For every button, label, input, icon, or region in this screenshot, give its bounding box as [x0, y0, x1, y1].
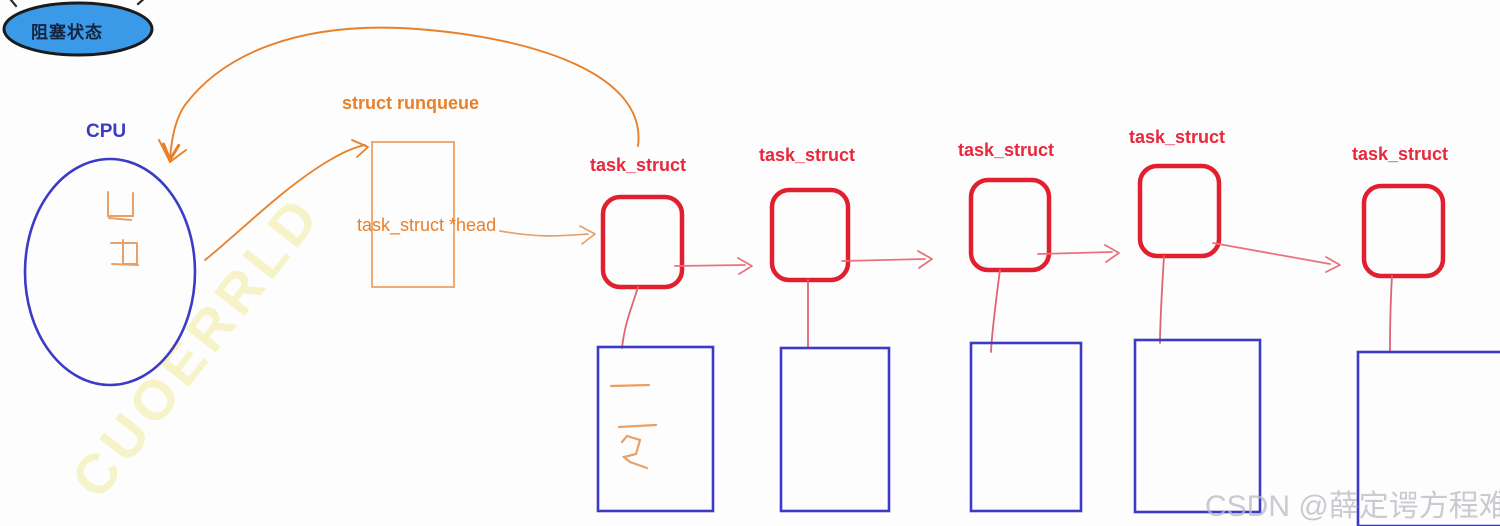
runqueue-title: struct runqueue: [342, 93, 480, 113]
drop-line-1: [621, 286, 639, 349]
blocked-state-connector-stubs: [9, 0, 145, 8]
memory-block-1-scribbles: [609, 383, 658, 470]
cpu-label: CPU: [86, 121, 127, 142]
memory-block-4: [1133, 338, 1262, 514]
memory-block-3: [969, 341, 1083, 513]
task-struct-label-1: task_struct: [590, 155, 687, 175]
task-to-memory-lines: [621, 255, 1393, 353]
runqueue-head-field: task_struct *head: [357, 215, 497, 235]
task-struct-label-3: task_struct: [958, 140, 1055, 160]
task-struct-box-5: [1361, 183, 1446, 279]
task-struct-box-1: [600, 194, 685, 290]
task-struct-box-4: [1137, 163, 1222, 259]
csdn-watermark: CSDN @薛定谔方程难: [1205, 490, 1500, 523]
link-arrow-1-2: [674, 264, 746, 267]
drop-line-5: [1389, 275, 1393, 353]
memory-block-2: [779, 346, 891, 513]
task-struct-box-2: [769, 187, 851, 283]
task-struct-boxes: [600, 163, 1446, 290]
arrow-cpu-to-runqueue: [204, 139, 369, 261]
memory-block-1: [596, 345, 715, 513]
memory-block-5: [1356, 350, 1500, 526]
blocked-state-label: 阻塞状态: [31, 23, 103, 42]
task-struct-box-3: [968, 177, 1052, 273]
blocked-state-ellipse: [2, 1, 154, 57]
runqueue-box: [371, 141, 455, 288]
link-arrow-4-5: [1212, 242, 1331, 265]
arrow-head-to-task1: [499, 225, 596, 245]
drop-line-3: [990, 269, 1001, 353]
arrow-task-to-cpu: [158, 26, 640, 164]
cpu-inner-scribbles: [107, 191, 139, 266]
task-struct-label-4: task_struct: [1129, 127, 1226, 147]
link-arrow-3-4: [1037, 251, 1113, 255]
task-struct-link-arrows: [674, 242, 1341, 275]
task-struct-label-2: task_struct: [759, 145, 856, 165]
cpu-ellipse: [23, 157, 197, 387]
link-arrow-2-3: [841, 258, 926, 262]
memory-blocks: [596, 338, 1500, 526]
drop-line-4: [1159, 255, 1165, 344]
task-struct-label-5: task_struct: [1352, 144, 1449, 164]
